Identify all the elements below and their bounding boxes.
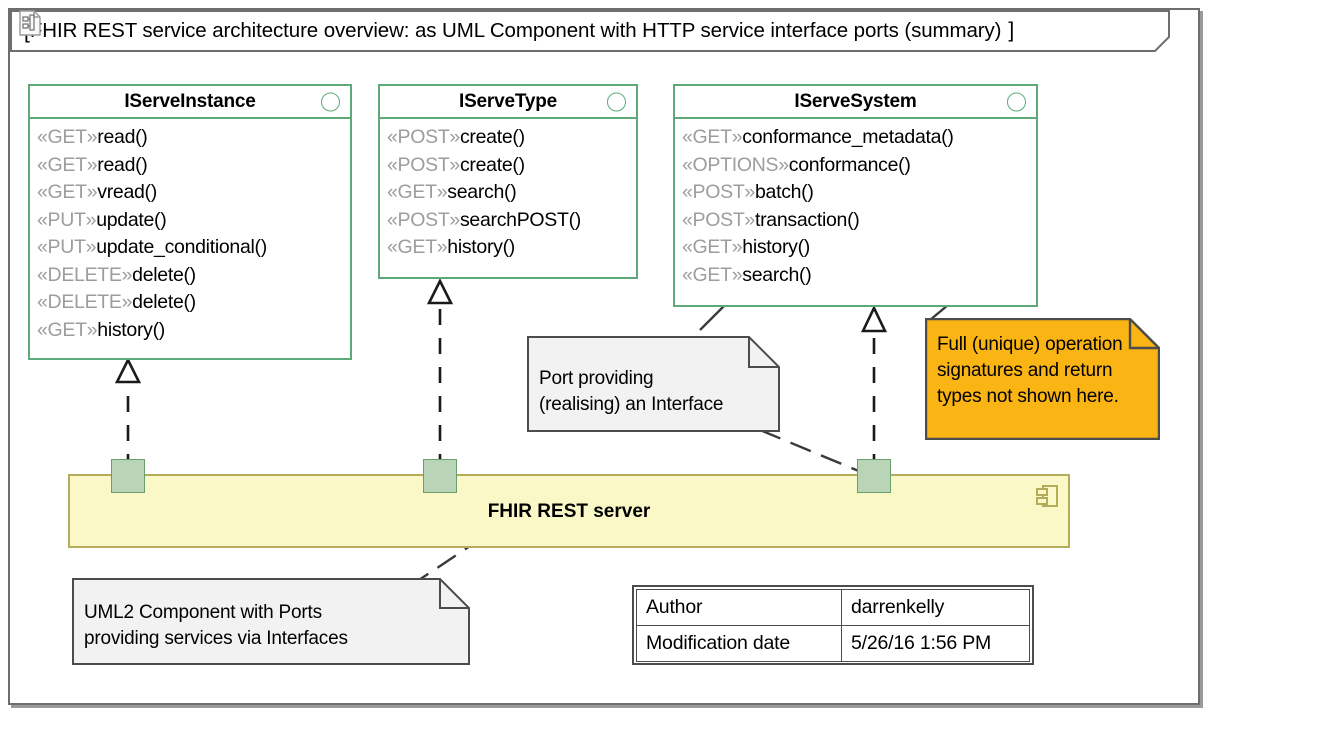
operation-row: «GET»read() xyxy=(37,124,350,152)
operation-stereotype: «POST» xyxy=(682,181,755,203)
interface-iserveinstance[interactable]: IServeInstance «GET»read() «GET»read() «… xyxy=(28,84,352,360)
metadata-key: Author xyxy=(636,589,842,626)
operation-stereotype: «OPTIONS» xyxy=(682,153,789,176)
operation-row: «DELETE»delete() xyxy=(37,262,350,290)
provided-interface-circle-icon xyxy=(607,92,626,111)
provided-interface-circle-icon xyxy=(321,92,340,111)
operation-stereotype: «GET» xyxy=(37,318,98,341)
operation-stereotype: «DELETE» xyxy=(37,263,133,286)
operation-stereotype: «GET» xyxy=(682,236,743,258)
provided-interface-circle-icon xyxy=(1007,92,1026,111)
interface-iservesystem[interactable]: IServeSystem «GET»conformance_metadata()… xyxy=(673,84,1038,307)
interface-operations: «POST»create() «POST»create() «GET»searc… xyxy=(380,119,636,269)
operation-stereotype: «GET» xyxy=(387,181,448,203)
operation-name: transaction() xyxy=(754,208,860,231)
operation-row: «OPTIONS»conformance() xyxy=(682,152,1036,180)
uml-diagram-document-icon xyxy=(19,10,41,36)
header-bracket-right: ] xyxy=(1008,19,1015,42)
component-fhir-rest-server[interactable]: FHIR REST server xyxy=(68,474,1070,548)
metadata-key: Modification date xyxy=(636,625,842,662)
operation-stereotype: «POST» xyxy=(387,126,460,148)
operation-name: vread() xyxy=(97,181,157,203)
operation-row: «GET»history() xyxy=(682,234,1036,262)
operation-stereotype: «PUT» xyxy=(37,236,97,258)
operation-stereotype: «GET» xyxy=(682,126,743,148)
operation-stereotype: «GET» xyxy=(37,126,98,148)
operation-row: «POST»batch() xyxy=(682,179,1036,207)
operation-row: «GET»vread() xyxy=(37,179,350,207)
port-iservetype[interactable] xyxy=(423,459,457,493)
interface-operations: «GET»conformance_metadata() «OPTIONS»con… xyxy=(675,119,1036,296)
note-uml2-component[interactable]: UML2 Component with Ports providing serv… xyxy=(72,578,470,665)
operation-stereotype: «GET» xyxy=(37,181,98,203)
operation-row: «POST»create() xyxy=(387,124,636,152)
operation-name: history() xyxy=(447,236,516,258)
note-text: Port providing (realising) an Interface xyxy=(539,368,724,415)
operation-name: read() xyxy=(97,153,148,176)
operation-name: update_conditional() xyxy=(96,236,267,258)
operation-name: history() xyxy=(742,236,811,258)
metadata-value: darrenkelly xyxy=(841,589,1030,626)
interface-iservetype[interactable]: IServeType «POST»create() «POST»create()… xyxy=(378,84,638,279)
operation-stereotype: «GET» xyxy=(682,263,743,286)
operation-row: «PUT»update() xyxy=(37,207,350,235)
note-text: UML2 Component with Ports providing serv… xyxy=(84,602,348,649)
operation-name: create() xyxy=(459,153,525,176)
operation-row: «GET»search() xyxy=(387,179,636,207)
table-row: Author darrenkelly xyxy=(636,589,1030,626)
component-label: FHIR REST server xyxy=(487,501,651,522)
interface-name: IServeType xyxy=(459,90,557,112)
operation-row: «POST»create() xyxy=(387,152,636,180)
operation-name: delete() xyxy=(132,263,196,286)
table-row: Modification date 5/26/16 1:56 PM xyxy=(636,625,1030,662)
operation-row: «DELETE»delete() xyxy=(37,289,350,317)
operation-stereotype: «PUT» xyxy=(37,208,97,231)
operation-stereotype: «GET» xyxy=(387,236,448,258)
operation-stereotype: «POST» xyxy=(387,153,460,176)
operation-row: «GET»history() xyxy=(387,234,636,262)
interface-header: IServeType xyxy=(380,86,636,119)
interface-name: IServeInstance xyxy=(124,90,256,112)
operation-row: «GET»search() xyxy=(682,262,1036,290)
operation-stereotype: «GET» xyxy=(37,153,98,176)
note-text: Full (unique) operation signatures and r… xyxy=(937,334,1123,407)
operation-name: read() xyxy=(97,126,148,148)
operation-name: conformance_metadata() xyxy=(742,126,954,148)
operation-row: «GET»read() xyxy=(37,152,350,180)
operation-name: delete() xyxy=(132,291,196,313)
port-iservesystem[interactable] xyxy=(857,459,891,493)
operation-row: «GET»history() xyxy=(37,317,350,345)
metadata-value: 5/26/16 1:56 PM xyxy=(841,625,1030,662)
diagram-header-tab: [ FHIR REST service architecture overvie… xyxy=(10,10,1170,52)
operation-name: history() xyxy=(97,318,166,341)
port-iserveinstance[interactable] xyxy=(111,459,145,493)
uml-component-icon xyxy=(1036,485,1058,507)
operation-name: search() xyxy=(742,263,812,286)
metadata-table: Author darrenkelly Modification date 5/2… xyxy=(632,585,1034,665)
note-full-signatures[interactable]: Full (unique) operation signatures and r… xyxy=(925,318,1160,440)
operation-row: «PUT»update_conditional() xyxy=(37,234,350,262)
operation-stereotype: «DELETE» xyxy=(37,291,133,313)
interface-operations: «GET»read() «GET»read() «GET»vread() «PU… xyxy=(30,119,350,351)
operation-row: «POST»searchPOST() xyxy=(387,207,636,235)
operation-stereotype: «POST» xyxy=(682,208,755,231)
operation-row: «POST»transaction() xyxy=(682,207,1036,235)
operation-name: searchPOST() xyxy=(459,208,581,231)
operation-name: update() xyxy=(96,208,167,231)
interface-header: IServeInstance xyxy=(30,86,350,119)
operation-stereotype: «POST» xyxy=(387,208,460,231)
diagram-title: FHIR REST service architecture overview:… xyxy=(29,19,1002,42)
operation-name: batch() xyxy=(754,181,814,203)
interface-name: IServeSystem xyxy=(794,90,917,112)
operation-name: create() xyxy=(459,126,525,148)
operation-name: conformance() xyxy=(788,153,911,176)
note-port-providing[interactable]: Port providing (realising) an Interface xyxy=(527,336,780,432)
operation-row: «GET»conformance_metadata() xyxy=(682,124,1036,152)
interface-header: IServeSystem xyxy=(675,86,1036,119)
operation-name: search() xyxy=(447,181,517,203)
